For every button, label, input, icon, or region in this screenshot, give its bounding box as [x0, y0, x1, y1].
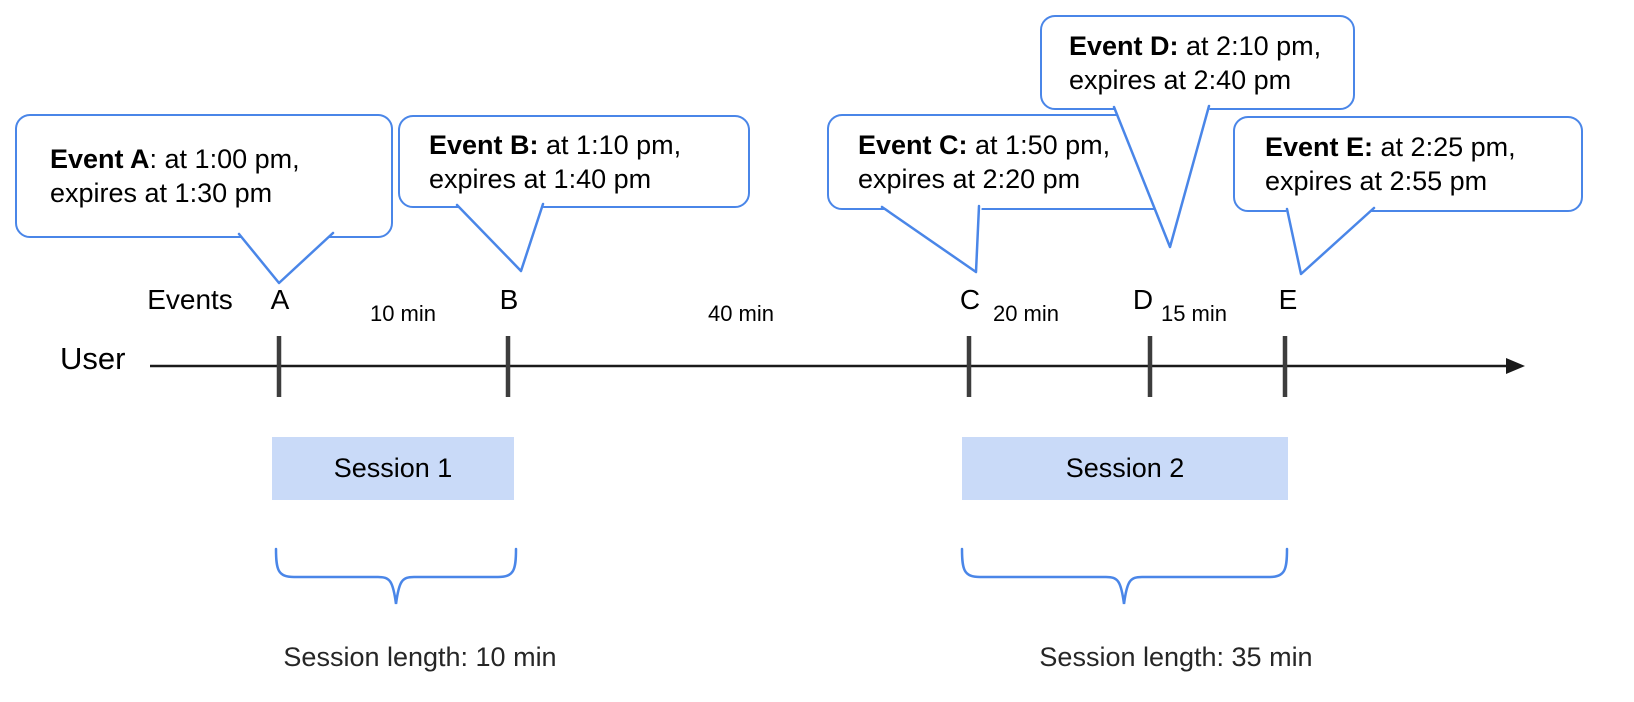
event-a-bubble-tail-icon [237, 231, 335, 285]
event-e-bubble: Event E: at 2:25 pm, expires at 2:55 pm [1233, 116, 1583, 212]
session-1-brace-icon [274, 547, 518, 605]
event-letter-a: A [270, 284, 290, 315]
event-a-bubble: Event A: at 1:00 pm, expires at 1:30 pm [15, 114, 393, 238]
event-c-bubble: Event C: at 1:50 pm, expires at 2:20 pm [827, 114, 1178, 210]
event-e-line1: Event E: at 2:25 pm, [1265, 130, 1581, 164]
event-d-bubble-tail-icon [1112, 104, 1211, 249]
session-2-brace-icon [960, 547, 1289, 605]
event-letter-c: C [959, 284, 981, 315]
event-a-time: : at 1:00 pm, [149, 144, 300, 174]
timeline-arrow [150, 358, 1525, 374]
event-d-expiry: expires at 2:40 pm [1069, 64, 1292, 95]
session-2-length-label: Session length: 35 min [1039, 642, 1313, 672]
event-d-bubble: Event D: at 2:10 pm, expires at 2:40 pm [1040, 15, 1355, 110]
event-c-line1: Event C: at 1:50 pm, [858, 128, 1176, 162]
event-a-expiry: expires at 1:30 pm [50, 178, 273, 208]
event-a-line1: Event A: at 1:00 pm, [50, 142, 391, 176]
interval-label-d-e: 15 min [1160, 301, 1228, 326]
user-axis-label: User [60, 341, 126, 376]
interval-label-b-c: 40 min [707, 301, 775, 326]
session-1-label: Session 1 [333, 453, 453, 483]
event-letter-d: D [1132, 284, 1154, 315]
event-d-line1: Event D: at 2:10 pm, [1069, 29, 1353, 63]
event-e-time: at 2:25 pm, [1373, 132, 1516, 162]
event-letter-e: E [1278, 284, 1298, 315]
interval-label-c-d: 20 min [992, 301, 1060, 326]
session-1-length-label: Session length: 10 min [283, 642, 557, 672]
event-c-bubble-tail-icon [880, 204, 982, 274]
interval-label-a-b: 10 min [369, 301, 437, 326]
event-c-expiry: expires at 2:20 pm [858, 164, 1081, 194]
event-b-expiry: expires at 1:40 pm [429, 163, 652, 194]
session-2-box: Session 2 [962, 437, 1288, 500]
event-c-time: at 1:50 pm, [967, 130, 1111, 160]
arrowhead-icon [1506, 358, 1525, 374]
event-e-expiry: expires at 2:55 pm [1265, 166, 1488, 196]
event-letter-b: B [499, 284, 519, 315]
event-b-time: at 1:10 pm, [538, 129, 682, 160]
event-e-title: Event E: [1265, 132, 1374, 162]
event-b-line1: Event B: at 1:10 pm, [429, 128, 748, 162]
event-d-title: Event D: [1069, 30, 1179, 61]
event-b-bubble: Event B: at 1:10 pm, expires at 1:40 pm [398, 115, 750, 208]
session-1-box: Session 1 [272, 437, 514, 500]
event-d-time: at 2:10 pm, [1178, 30, 1322, 61]
event-e-bubble-tail-icon [1285, 206, 1377, 276]
event-c-title: Event C: [858, 130, 968, 160]
event-b-title: Event B: [429, 129, 539, 160]
event-b-bubble-tail-icon [455, 202, 545, 273]
session-2-label: Session 2 [1065, 453, 1185, 483]
events-row-label: Events [147, 284, 233, 315]
event-a-title: Event A [50, 144, 150, 174]
